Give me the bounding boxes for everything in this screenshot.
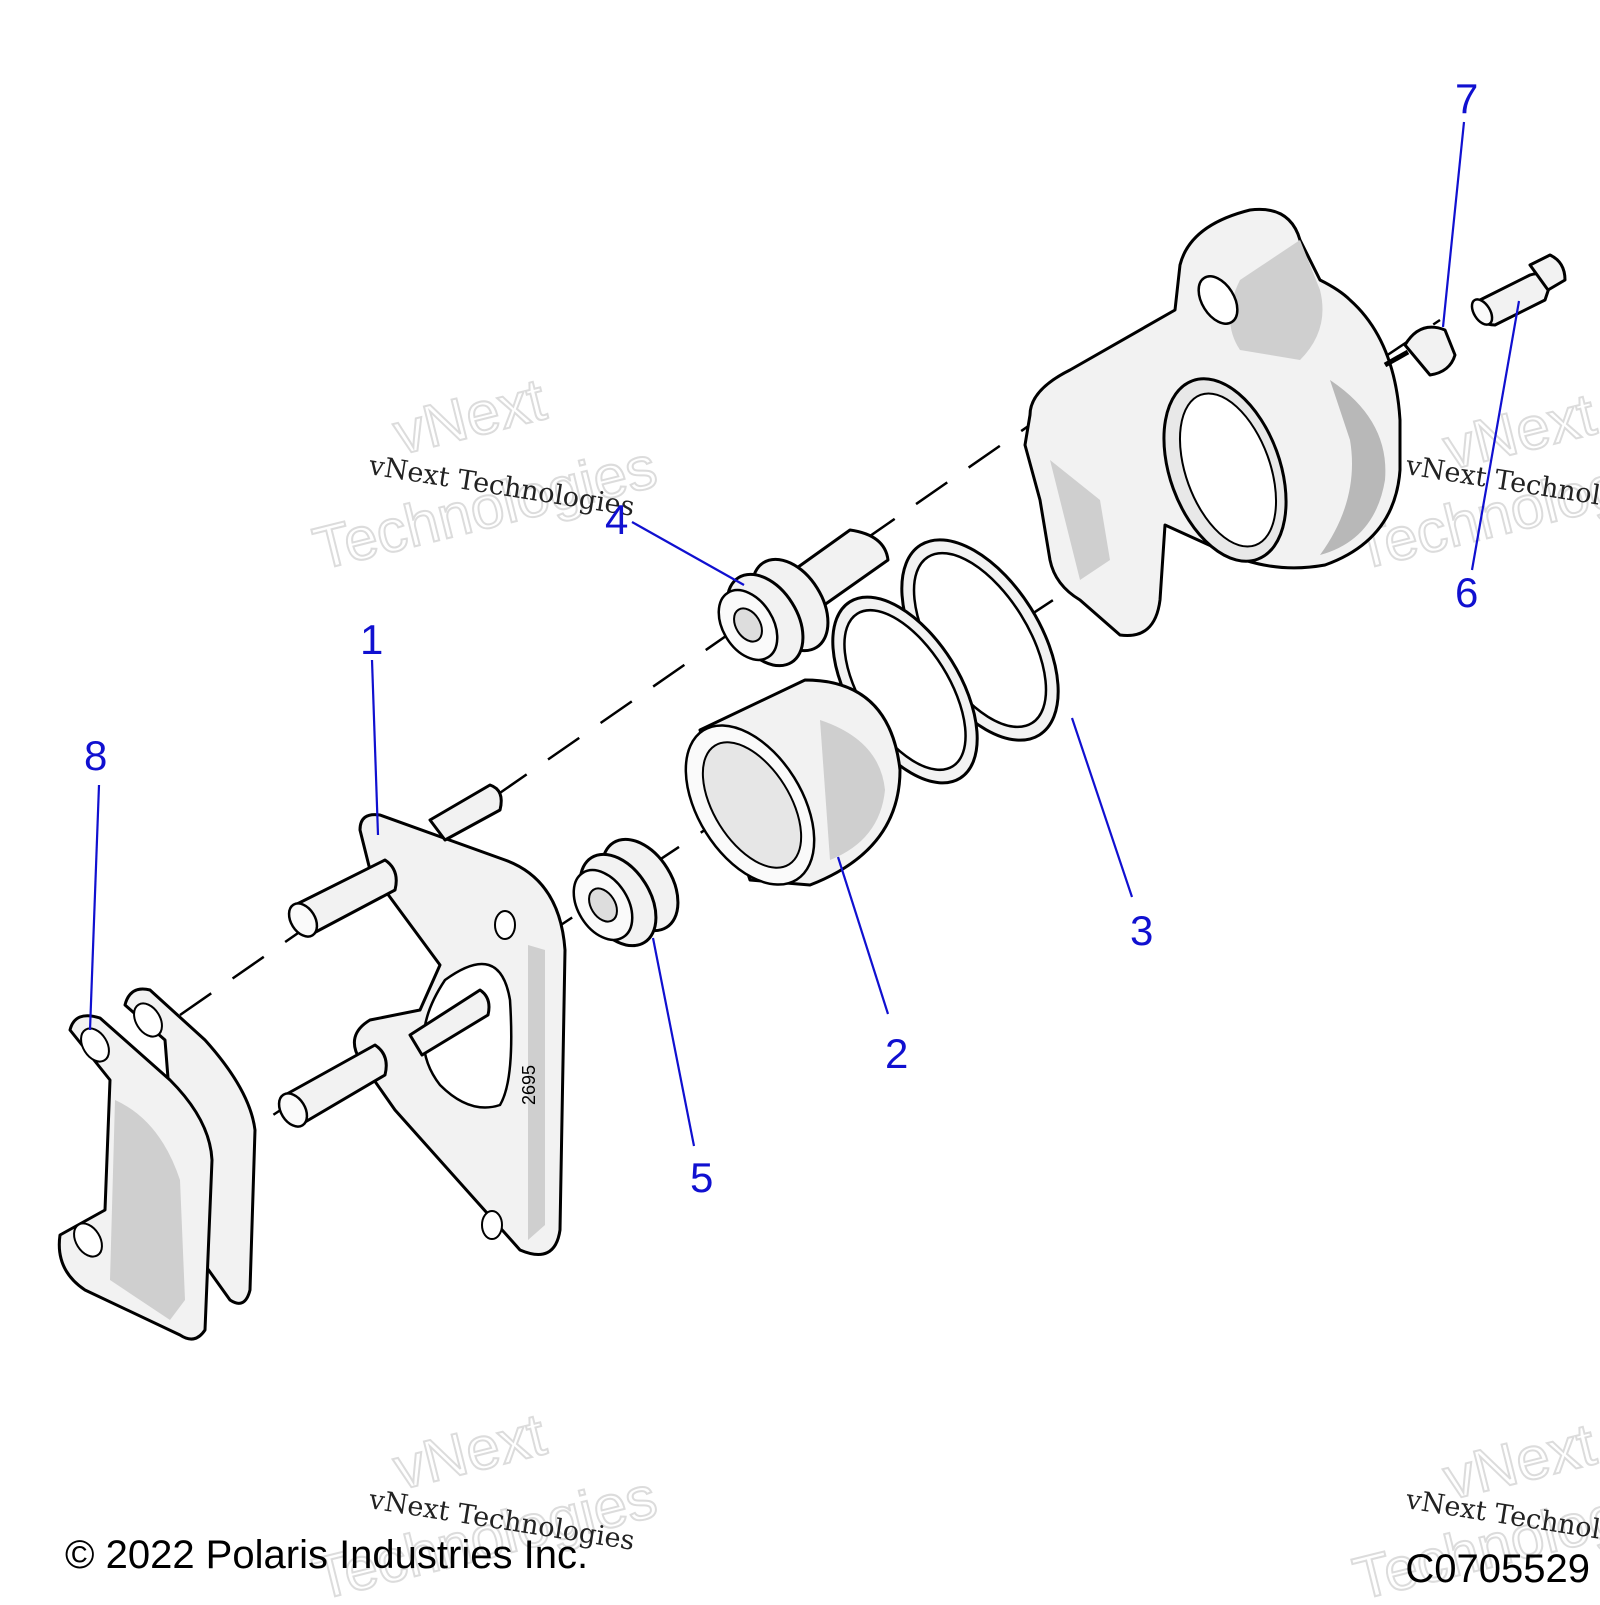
leader-line-1 — [370, 659, 380, 836]
leader-line-5 — [651, 937, 696, 1147]
callout-2: 2 — [885, 1030, 908, 1077]
leader-line-7 — [1441, 121, 1466, 328]
pad-friction-shading — [110, 1100, 185, 1320]
bracket-lower-pin-end — [277, 1092, 309, 1128]
boot-upper-pin — [717, 528, 890, 668]
bracket-lower-pin — [283, 1043, 388, 1127]
callout-leaders — [88, 121, 1521, 1147]
caliper-bore-shading — [1320, 380, 1386, 555]
brake-pads — [57, 987, 257, 1341]
seal-rings — [831, 538, 1060, 785]
callout-numbers: 1 2 3 4 5 6 7 8 — [84, 75, 1478, 1201]
diagram-code: C0705529 — [1405, 1547, 1590, 1591]
leader-line-3 — [1070, 717, 1134, 898]
caliper-ear-shading — [1230, 240, 1323, 360]
bracket-upper-pin-end — [287, 902, 319, 938]
piston-shading — [820, 720, 885, 860]
bleeder-cap-thread — [1383, 349, 1410, 368]
bracket-upper-pin-rear — [428, 783, 503, 842]
leader-line-2 — [836, 856, 890, 1015]
caliper-piston-bore-inner — [1178, 392, 1278, 548]
leader-line-6 — [1470, 300, 1521, 571]
callout-3: 3 — [1130, 907, 1153, 954]
boot-lower — [572, 837, 680, 948]
copyright-text: © 2022 Polaris Industries Inc. — [65, 1533, 588, 1577]
boot-lower-hole — [588, 887, 618, 923]
bracket-upper-pin — [293, 858, 398, 937]
bracket-hole-lower — [481, 1210, 503, 1240]
bracket-stamp-text: 2695 — [519, 1065, 539, 1105]
bracket-lower-pin-rear — [408, 988, 491, 1057]
caliper-finger-shading — [1050, 460, 1110, 580]
bleeder-screw — [1470, 253, 1567, 327]
watermark-top-left: vNext Technologies vNext Technologies — [306, 364, 664, 583]
bleeder-screw-tip — [1470, 298, 1494, 326]
callout-5: 5 — [690, 1154, 713, 1201]
pad-front-hole-upper — [80, 1027, 110, 1063]
bracket-edge-shading — [528, 945, 545, 1240]
bracket-hole-upper — [494, 910, 516, 940]
pad-rear-hole — [133, 1002, 163, 1038]
piston — [684, 678, 902, 887]
watermark-big-text: vNext — [387, 365, 552, 467]
callout-8: 8 — [84, 732, 107, 779]
leader-line-8 — [88, 784, 101, 1031]
bleeder-cap-body — [1403, 325, 1457, 377]
callout-6: 6 — [1455, 569, 1478, 616]
bleeder-screw-head — [1528, 253, 1567, 292]
bleeder-cap — [1383, 325, 1457, 377]
callout-7: 7 — [1455, 75, 1478, 122]
watermark-big-text: vNext — [387, 1400, 552, 1502]
callout-1: 1 — [360, 616, 383, 663]
caliper-pin-hole — [1197, 275, 1239, 325]
caliper-housing — [1023, 207, 1402, 638]
piston-bore — [701, 741, 803, 869]
leader-line-4 — [631, 521, 745, 586]
pad-front-hole-lower — [73, 1222, 103, 1258]
callout-4: 4 — [605, 496, 628, 543]
caliper-bracket: 2695 — [277, 783, 567, 1256]
boot-upper-hole — [733, 607, 763, 643]
